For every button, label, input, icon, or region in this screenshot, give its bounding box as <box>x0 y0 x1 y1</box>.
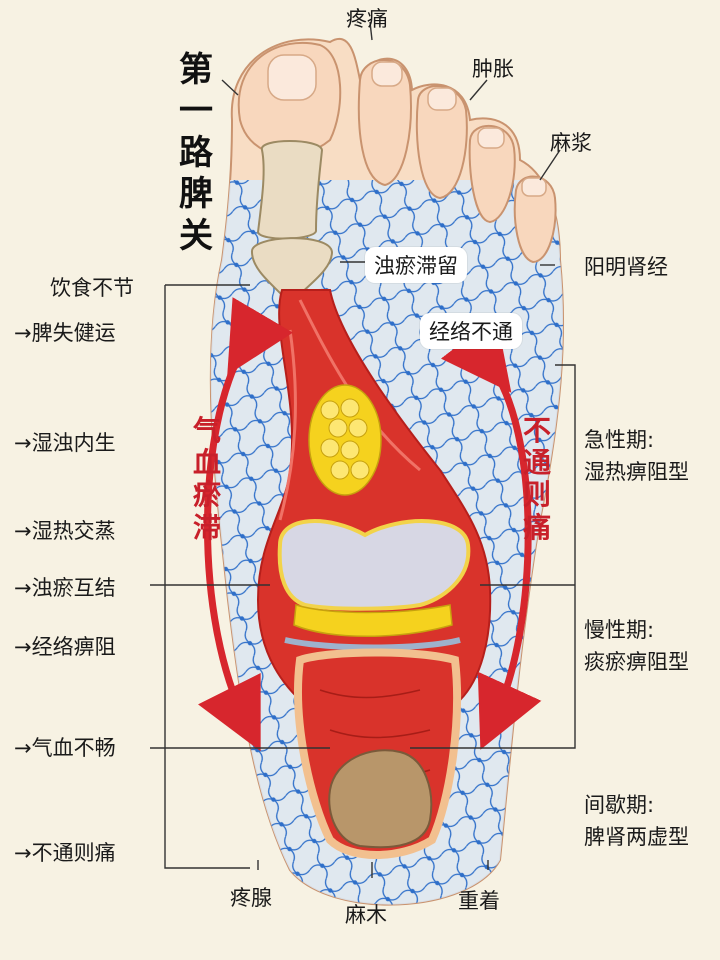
chain-step: →湿浊内生 <box>14 431 116 455</box>
stage-acute: 急性期: 湿热痹阻型 <box>584 425 689 488</box>
arrow-left <box>198 297 293 752</box>
vertical-char: 痛 <box>522 510 551 544</box>
stage-name: 间歇期: <box>584 793 655 817</box>
chain-start: 饮食不节 <box>50 276 134 300</box>
label-numb: 麻木 <box>345 903 387 927</box>
vertical-char: 则 <box>522 478 551 512</box>
vertical-char: 不 <box>522 414 551 447</box>
chain-step: →经络痹阻 <box>14 635 116 659</box>
label-meridian: 阳明肾经 <box>584 255 668 279</box>
vertical-char: 瘀 <box>192 478 221 512</box>
chain-step: →脾失健运 <box>14 321 116 345</box>
tophus <box>328 749 433 849</box>
toe-bones <box>251 140 334 301</box>
stage-type: 脾肾两虚型 <box>584 824 689 849</box>
chain-step: →不通则痛 <box>14 841 116 865</box>
title-char: 第 <box>179 50 213 90</box>
vertical-char: 气 <box>192 414 221 447</box>
chain-step: →湿热交蒸 <box>14 519 116 543</box>
title-char: 路 <box>179 132 213 173</box>
title-char: 关 <box>179 215 213 256</box>
label-stasis: 浊瘀滞留 <box>365 247 467 283</box>
vertical-left-text: 气 血 瘀 滞 <box>190 414 224 544</box>
stage-chronic: 慢性期: 痰瘀痹阻型 <box>584 615 689 678</box>
vertical-char: 滞 <box>192 510 221 544</box>
chain-step: →浊瘀互结 <box>14 576 116 600</box>
stage-name: 急性期: <box>584 428 655 452</box>
stage-type: 湿热痹阻型 <box>584 459 689 484</box>
label-blocked: 经络不通 <box>420 313 522 349</box>
chain-step: →气血不畅 <box>14 736 116 760</box>
stage-intermittent: 间歇期: 脾肾两虚型 <box>584 790 689 853</box>
stage-type: 痰瘀痹阻型 <box>584 649 689 674</box>
metatarsal-head <box>277 519 471 611</box>
vertical-right-text: 不 通 则 痛 <box>520 414 554 544</box>
label-pain: 疼痛 <box>346 7 388 31</box>
uric-crystals <box>308 384 382 496</box>
connector-lines <box>150 21 576 878</box>
label-heavy: 重着 <box>458 889 500 913</box>
arrow-right <box>440 315 542 750</box>
label-sore: 疼腺 <box>230 886 272 910</box>
title-char: 脾 <box>179 174 213 215</box>
title-char: 一 <box>179 91 213 132</box>
title: 第 一 路 脾 关 <box>176 50 216 257</box>
stage-name: 慢性期: <box>584 618 655 642</box>
vertical-char: 血 <box>192 446 221 480</box>
label-swelling: 肿胀 <box>472 57 514 81</box>
label-numb-prick: 麻浆 <box>550 131 592 155</box>
vertical-char: 通 <box>522 446 551 480</box>
